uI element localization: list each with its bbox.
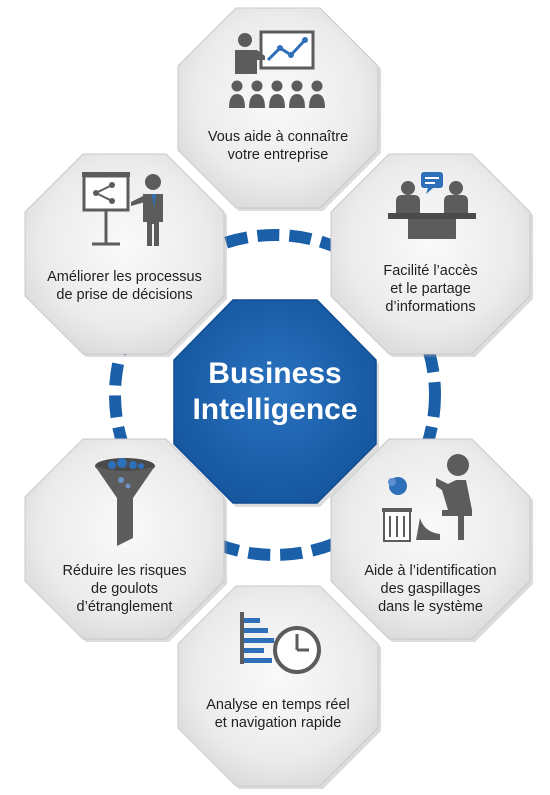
label-line: Améliorer les processus <box>47 269 202 285</box>
label-line: des gaspillages <box>380 581 481 597</box>
label-line: Aide à l’identification <box>364 563 497 579</box>
label-line: dans le système <box>378 599 483 615</box>
label-line: Vous aide à connaître <box>207 129 349 145</box>
label-line: Facilité l’accès <box>383 263 478 279</box>
label-line: Réduire les risques <box>62 563 187 579</box>
label-line: de prise de décisions <box>56 287 193 303</box>
waste-paper-bin-icon <box>382 454 472 542</box>
node-upper-left-shape <box>24 153 227 357</box>
center-title: Business Intelligence <box>174 356 376 428</box>
label-line: de goulots <box>91 581 158 597</box>
label-line: votre entreprise <box>227 147 329 163</box>
center-title-line-2: Intelligence <box>192 393 358 426</box>
funnel-icon <box>95 458 155 546</box>
clock-timeline-icon <box>240 612 321 674</box>
center-title-line-1: Business <box>208 357 342 390</box>
flowchart-presenter-icon <box>82 172 163 246</box>
node-lower-left-label: Réduire les risques de goulots d’étrangl… <box>25 562 224 616</box>
presentation-audience-icon <box>229 30 325 108</box>
node-bottom-label: Analyse en temps réel et navigation rapi… <box>178 696 378 732</box>
label-line: Analyse en temps réel <box>206 697 350 713</box>
label-line: d’informations <box>385 299 476 315</box>
label-line: et navigation rapide <box>214 715 342 731</box>
node-upper-right-shape <box>330 153 533 357</box>
node-bottom-shape <box>177 585 381 789</box>
node-lower-right-label: Aide à l’identification des gaspillages … <box>331 562 530 616</box>
node-upper-left-label: Améliorer les processus de prise de déci… <box>25 268 224 304</box>
node-upper-right-label: Facilité l’accès et le partage d’informa… <box>331 262 530 316</box>
connector-ring <box>109 229 441 561</box>
label-line: et le partage <box>390 281 471 297</box>
label-line: d’étranglement <box>76 599 173 615</box>
meeting-chat-icon <box>388 172 476 239</box>
center-node-shape <box>173 299 379 507</box>
node-top-label: Vous aide à connaître votre entreprise <box>178 128 378 164</box>
